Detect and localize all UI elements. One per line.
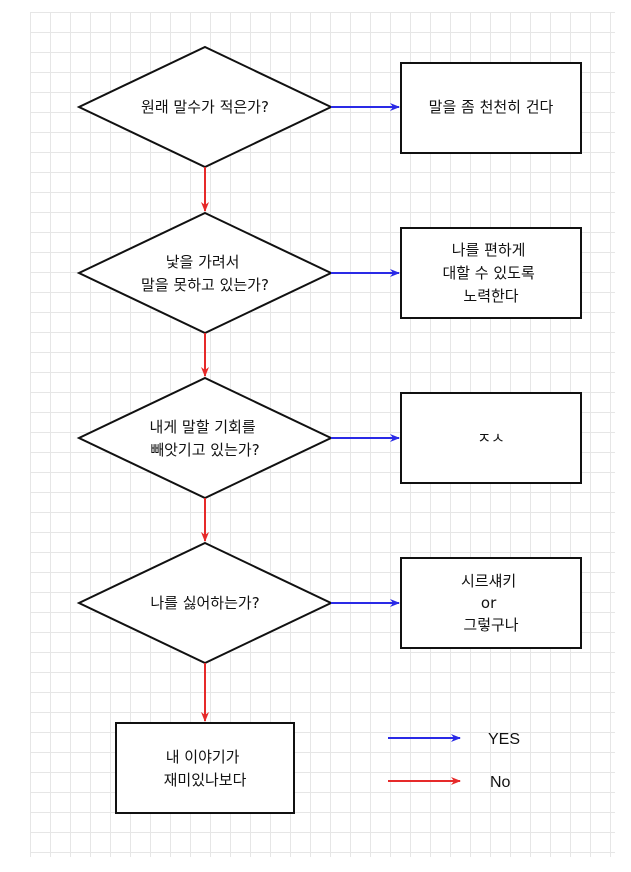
decision-diamond-3 (76, 376, 334, 500)
legend-yes-label: YES (488, 731, 520, 748)
action-box-4 (400, 557, 582, 649)
diamond-4-label: 나를 싫어하는가? (150, 594, 259, 612)
box-4-label: 시르섀키 or 그렇구나 (461, 572, 521, 634)
final-box (115, 722, 295, 814)
legend-no-label: No (490, 774, 511, 791)
diamond-1-label: 원래 말수가 적은가? (141, 98, 269, 116)
action-box-1 (400, 62, 582, 154)
diamond-3-label: 내게 말할 기회를 빼앗기고 있는가? (150, 418, 261, 459)
action-box-2 (400, 227, 582, 319)
action-box-3 (400, 392, 582, 484)
box-1-label: 말을 좀 천천히 건다 (429, 98, 554, 116)
decision-diamond-2 (76, 211, 334, 335)
final-box-label: 내 이야기가 재미있나보다 (164, 748, 247, 789)
diamond-2-label: 낯을 가려서 말을 못하고 있는가? (141, 253, 269, 294)
box-3-label: ㅈㅅ (477, 429, 505, 447)
box-2-label: 나를 편하게 대할 수 있도록 노력한다 (442, 241, 539, 305)
